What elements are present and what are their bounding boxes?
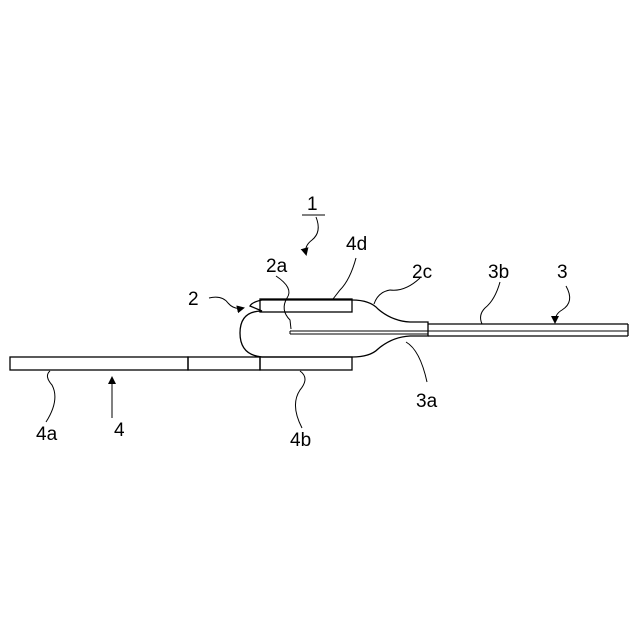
label-4a: 4a bbox=[36, 424, 58, 445]
leader-lines bbox=[46, 215, 570, 428]
pad-4b bbox=[260, 357, 352, 370]
label-2c: 2c bbox=[412, 262, 432, 283]
plate-plain-segment bbox=[188, 357, 260, 370]
lead-wire-3 bbox=[290, 324, 628, 336]
plate-4 bbox=[10, 357, 260, 370]
label-3a: 3a bbox=[416, 391, 438, 412]
label-1: 1 bbox=[307, 194, 318, 215]
label-4d: 4d bbox=[346, 234, 367, 255]
label-4: 4 bbox=[114, 420, 125, 441]
label-4b: 4b bbox=[290, 430, 311, 451]
label-3b: 3b bbox=[488, 262, 509, 283]
label-3: 3 bbox=[557, 262, 568, 283]
label-2a: 2a bbox=[266, 256, 288, 277]
label-2: 2 bbox=[188, 289, 199, 310]
sensor-bead-body bbox=[240, 300, 428, 357]
pad-4d bbox=[260, 299, 352, 312]
plate-hatched-segment bbox=[10, 357, 188, 370]
